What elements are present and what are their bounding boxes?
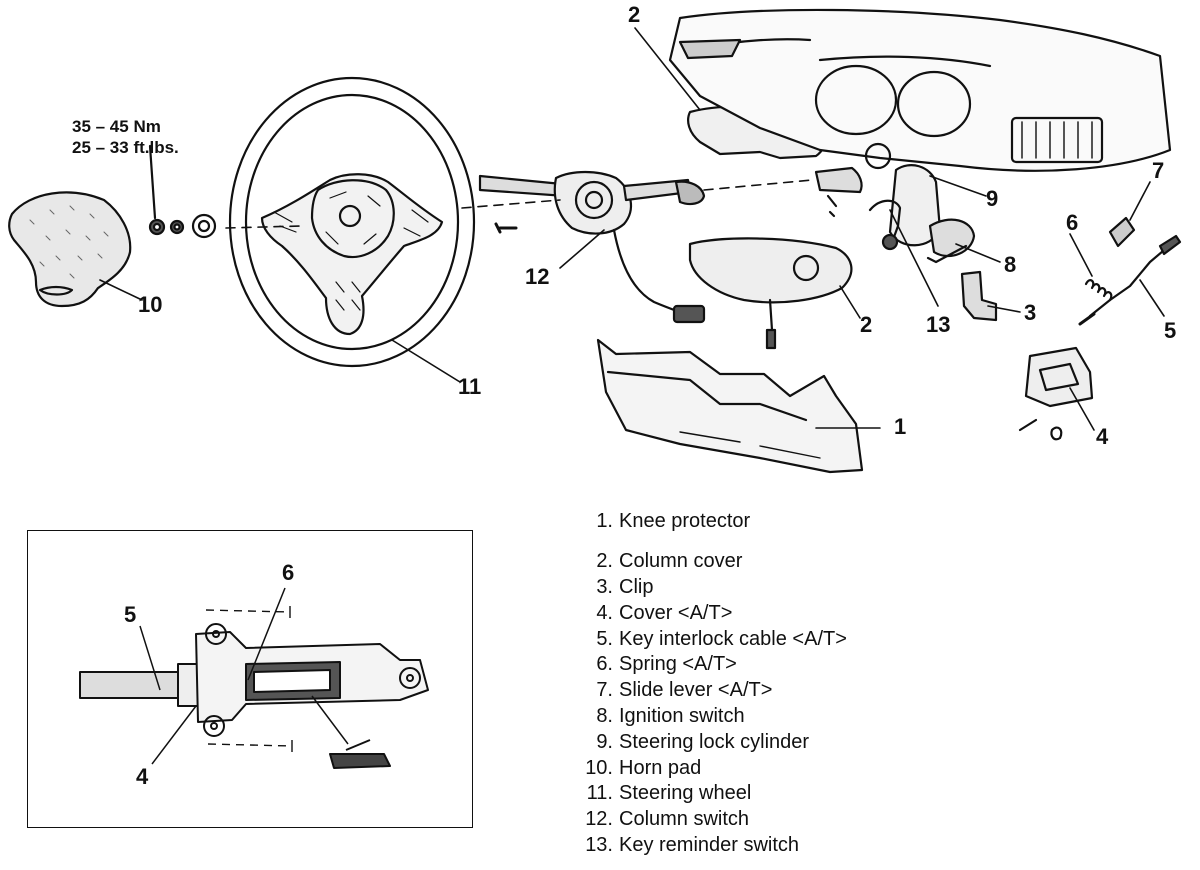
spring (1084, 279, 1113, 302)
clip (960, 270, 998, 322)
legend-num: 8. (596, 704, 613, 727)
legend-item: 12. Column switch (577, 807, 847, 833)
legend-item: 8. Ignition switch (577, 704, 847, 730)
callout-8: 8 (1004, 252, 1017, 277)
callout-11: 11 (458, 374, 482, 399)
callout-9: 9 (986, 186, 999, 211)
callout-3: 3 (1024, 300, 1037, 325)
interlock-cover (1018, 346, 1094, 441)
slide-lever (1108, 216, 1136, 248)
legend-item: 1. Knee protector (577, 509, 847, 535)
callout-12: 12 (525, 264, 550, 289)
inset-callout-4: 4 (136, 764, 149, 789)
leader-lines (99, 27, 1165, 431)
legend-label: Key interlock cable <A/T> (619, 627, 847, 650)
torque-metric: 35 – 45 Nm (72, 117, 161, 136)
legend-num: 5. (596, 627, 613, 650)
column-switch (478, 170, 706, 324)
nut-washers (148, 144, 217, 239)
legend-label: Column switch (619, 808, 750, 831)
inset-callout-5: 5 (124, 602, 137, 627)
callout-10: 10 (138, 292, 163, 317)
legend-label: Slide lever <A/T> (619, 679, 773, 702)
legend-item: 5. Key interlock cable <A/T> (577, 626, 847, 652)
legend-label: Horn pad (619, 756, 702, 779)
column-cover-lower (688, 237, 853, 350)
inset-drawing (79, 587, 429, 769)
dashboard (668, 8, 1172, 172)
steering-wheel (228, 76, 476, 368)
legend-item: 7. Slide lever <A/T> (577, 678, 847, 704)
callout-2-upper: 2 (628, 2, 641, 27)
legend-num: 9. (596, 730, 613, 753)
legend-num: 12. (585, 808, 613, 831)
legend-num: 13. (585, 833, 613, 856)
legend-item: 10. Horn pad (577, 755, 847, 781)
legend-num: 4. (596, 601, 613, 624)
legend-item: 4. Cover <A/T> (577, 600, 847, 626)
legend-num: 11. (586, 782, 613, 805)
legend-label: Ignition switch (619, 704, 745, 727)
knee-protector (596, 338, 864, 474)
legend-num: 1. (596, 510, 613, 533)
callout-7: 7 (1152, 158, 1165, 183)
ignition-switch (926, 218, 976, 264)
callout-5: 5 (1164, 318, 1177, 343)
inset-callout-6: 6 (282, 560, 295, 585)
legend-item: 9. Steering lock cylinder (577, 729, 847, 755)
legend-label: Spring <A/T> (619, 653, 737, 676)
callout-2-lower: 2 (860, 312, 873, 337)
legend-num: 6. (596, 653, 613, 676)
parts-legend: 1. Knee protector 2. Column cover 3. Clip 4… (577, 509, 847, 858)
inset-frame (27, 530, 473, 828)
legend-label: Steering lock cylinder (619, 730, 810, 753)
key-interlock-cable (1078, 234, 1182, 326)
legend-label: Column cover (619, 550, 743, 573)
callout-4: 4 (1096, 424, 1109, 449)
legend-item: 13. Key reminder switch (577, 833, 847, 859)
legend-label: Cover <A/T> (619, 601, 733, 624)
callout-13: 13 (926, 312, 951, 337)
legend-item: 3. Clip (577, 575, 847, 601)
legend-item: 2. Column cover (577, 549, 847, 575)
legend-item: 11. Steering wheel (577, 781, 847, 807)
legend-label: Steering wheel (619, 782, 752, 805)
legend-num: 3. (596, 575, 613, 598)
horn-pad (8, 191, 132, 308)
legend-label: Clip (619, 575, 654, 598)
torque-imperial: 25 – 33 ft.lbs. (72, 138, 179, 157)
callout-1: 1 (894, 414, 907, 439)
legend-num: 7. (596, 679, 613, 702)
legend-label: Knee protector (619, 510, 751, 533)
steering-lock-cylinder (814, 142, 942, 247)
callout-6: 6 (1066, 210, 1079, 235)
legend-label: Key reminder switch (619, 833, 800, 856)
key-reminder-switch (868, 199, 902, 251)
legend-num: 10. (585, 756, 613, 779)
torque-spec: 35 – 45 Nm 25 – 33 ft.lbs. (72, 116, 179, 158)
legend-num: 2. (596, 550, 613, 573)
legend-item: 6. Spring <A/T> (577, 652, 847, 678)
